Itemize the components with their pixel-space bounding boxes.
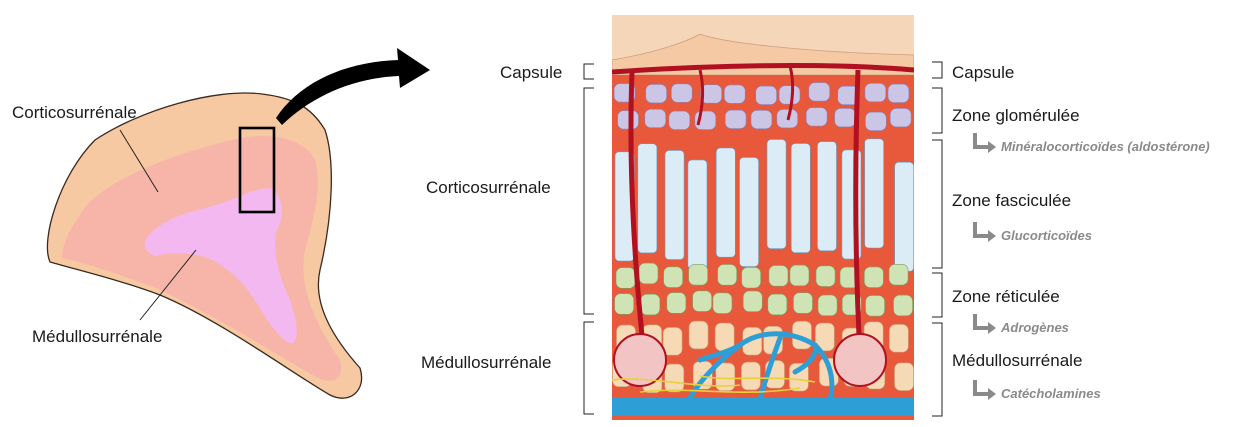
tissue-cell: [667, 293, 686, 314]
tissue-cell: [615, 294, 634, 315]
tissue-cell: [835, 108, 856, 127]
tissue-cell: [725, 110, 746, 129]
tissue-cell: [641, 294, 660, 315]
tissue-cell: [790, 265, 809, 286]
medulla-hormone: Catécholamines: [1001, 386, 1101, 401]
tissue-cell: [769, 266, 788, 287]
tissue-cell: [756, 86, 777, 105]
tissue-cell: [806, 108, 827, 127]
tissue-cell: [664, 267, 683, 288]
tissue-cell: [669, 111, 690, 130]
tissue-cell: [890, 108, 911, 127]
tissue-cell: [793, 293, 812, 314]
medulla-bracket-right: [932, 323, 942, 416]
tissue-cell: [724, 85, 745, 104]
tissue-cell: [742, 267, 761, 288]
glomerulosa-bracket: [932, 88, 942, 133]
tissue-cell: [865, 139, 884, 248]
tissue-cell: [895, 363, 914, 391]
left-cortex-bracket-label: Corticosurrénale: [426, 178, 551, 197]
left-medulla-label: Médullosurrénale: [32, 327, 162, 346]
tissue-cell: [818, 295, 837, 316]
tissue-cell: [889, 264, 908, 285]
tissue-cell: [638, 144, 657, 253]
tissue-section: [600, 15, 920, 420]
zone-fasciculata-label: Zone fasciculée: [952, 191, 1071, 210]
tissue-cell: [816, 266, 835, 287]
medullary-glomerulus-left: [614, 334, 666, 386]
tissue-cell: [889, 324, 908, 352]
tissue-cell: [665, 150, 684, 259]
tissue-cell: [618, 111, 639, 130]
tissue-cell: [864, 267, 883, 288]
tissue-cell: [645, 109, 666, 128]
tissue-cell: [809, 83, 830, 102]
adrenal-gland-illustration: Corticosurrénale Médullosurrénale: [12, 48, 430, 398]
left-cortex-label: Corticosurrénale: [12, 103, 137, 122]
right-brackets: Capsule Zone glomérulée Zone fasciculée …: [932, 62, 1210, 416]
tissue-cell: [740, 157, 759, 266]
tissue-cell: [866, 296, 885, 317]
central-vein: [600, 398, 920, 416]
zone-glomerulosa-label: Zone glomérulée: [952, 106, 1080, 125]
tissue-cell: [718, 265, 737, 286]
tissue-cell: [779, 86, 800, 105]
capsule-bracket-left: [584, 64, 594, 79]
tissue-cell: [791, 144, 810, 253]
tissue-cell: [888, 84, 909, 103]
tissue-cell: [751, 110, 772, 129]
left-medulla-bracket-label: Médullosurrénale: [421, 353, 551, 372]
tissue-cell: [646, 84, 667, 103]
tissue-cell: [817, 142, 836, 251]
tissue-cell: [768, 294, 787, 315]
tissue-cell: [671, 84, 692, 103]
tissue-cell: [767, 140, 786, 249]
tissue-cell: [639, 263, 658, 284]
tissue-cell: [688, 160, 707, 269]
tissue-cell: [743, 291, 762, 312]
tissue-cell: [894, 295, 913, 316]
tissue-cell: [689, 321, 708, 349]
zone-reticularis-label: Zone réticulée: [952, 287, 1060, 306]
medullary-glomerulus-right: [834, 334, 886, 386]
tissue-cell: [665, 364, 684, 392]
tissue-cell: [713, 293, 732, 314]
capsule-bracket-right: [932, 62, 942, 78]
zone-capsule-label: Capsule: [952, 63, 1014, 82]
fasciculata-bracket: [932, 140, 942, 268]
tissue-cell: [663, 327, 682, 355]
tissue-cell: [716, 148, 735, 257]
reticularis-bracket: [932, 273, 942, 317]
reticularis-hormone: Adrogènes: [1000, 320, 1069, 335]
tissue-cell: [865, 112, 886, 131]
tissue-cell: [895, 162, 914, 271]
tissue-cell: [693, 291, 712, 312]
zone-medulla-label: Médullosurrénale: [952, 351, 1082, 370]
left-capsule-label: Capsule: [500, 63, 562, 82]
tissue-cell: [616, 268, 635, 289]
glomerulosa-hormone: Minéralocorticoïdes (aldostérone): [1001, 139, 1210, 154]
cortex-bracket-left: [584, 88, 594, 314]
tissue-cell: [689, 264, 708, 285]
tissue-cell: [865, 83, 886, 102]
left-brackets: Capsule Corticosurrénale Médullosurrénal…: [421, 63, 594, 414]
medulla-bracket-left: [584, 322, 594, 414]
fasciculata-hormone: Glucorticoïdes: [1001, 228, 1092, 243]
tissue-cell: [741, 362, 760, 390]
